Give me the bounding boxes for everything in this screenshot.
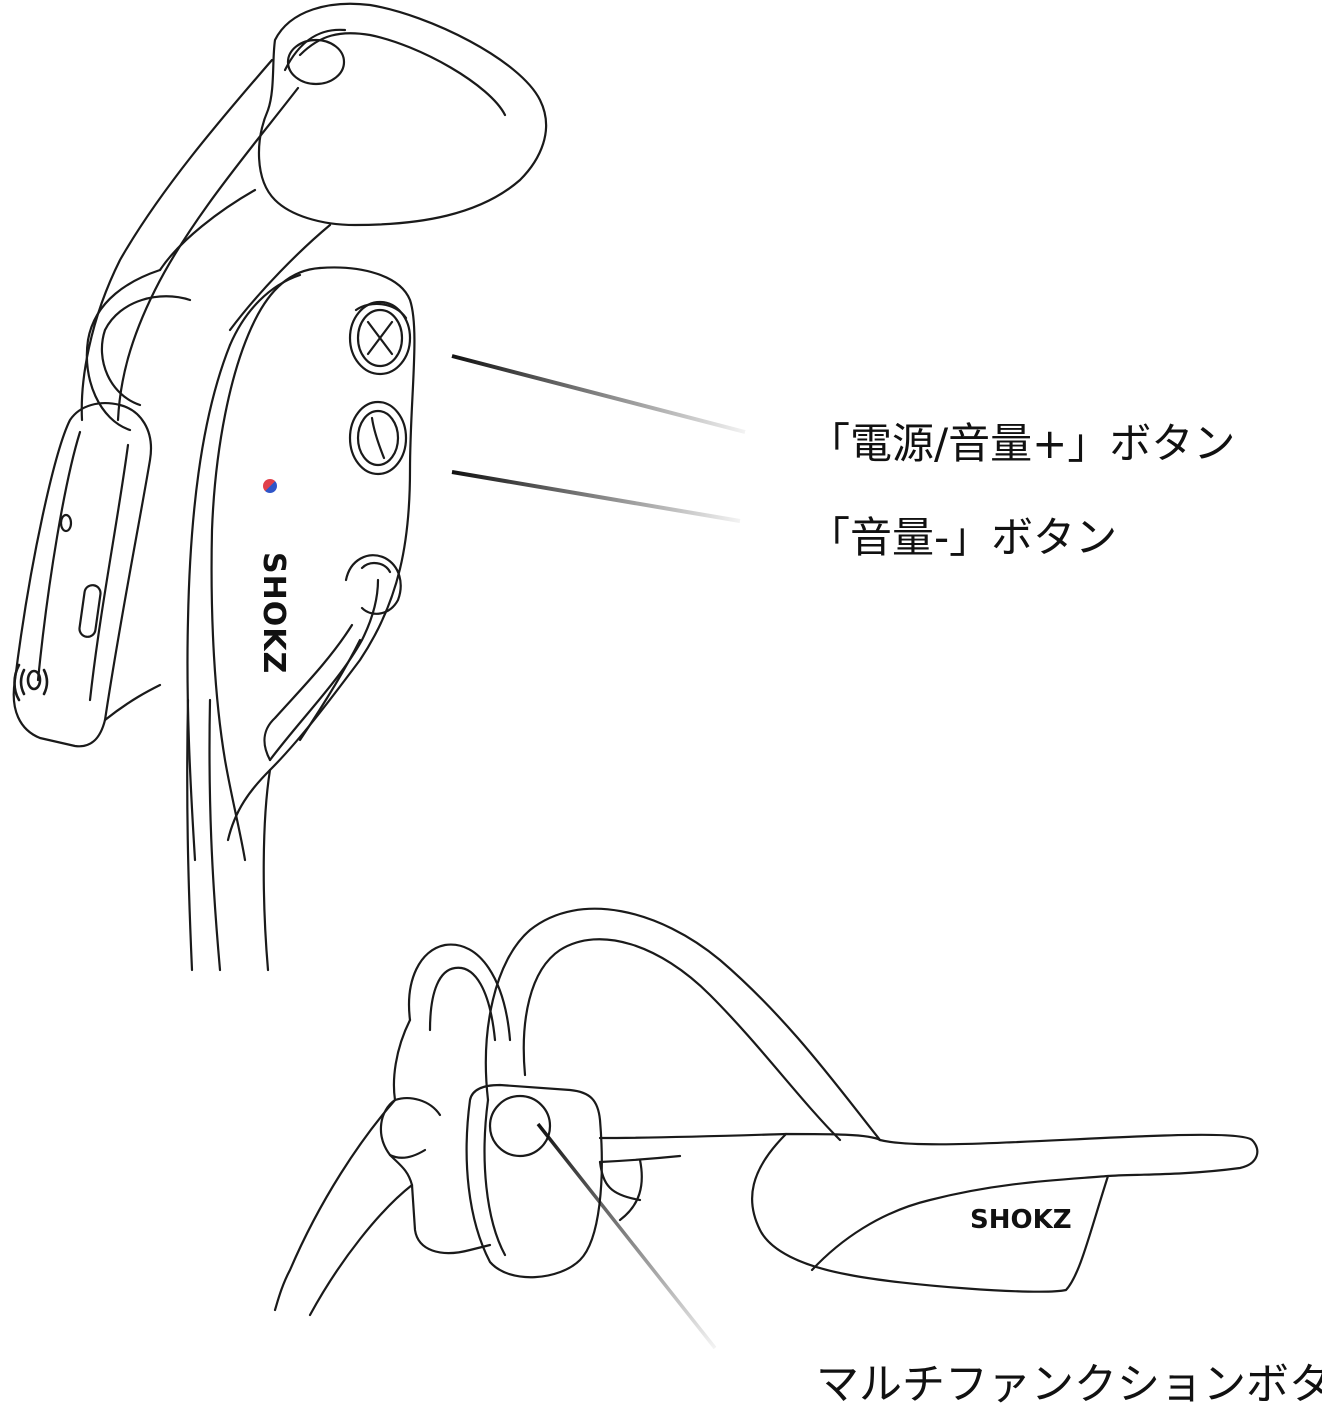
earpiece-closeup bbox=[12, 2, 548, 972]
mic-icon bbox=[13, 663, 49, 702]
power-volume-up-label: 「電源/音量+」ボタン bbox=[808, 419, 1236, 468]
leader-line-volume-down bbox=[451, 470, 741, 523]
brand-logo-vertical: SHOKZ bbox=[256, 552, 291, 674]
brand-logo: SHOKZ bbox=[970, 1205, 1072, 1235]
leader-line-multifunction bbox=[536, 1122, 717, 1350]
headset-side-view bbox=[273, 907, 1259, 1317]
svg-text:SHOKZ: SHOKZ bbox=[256, 552, 291, 674]
volume-down-label: 「音量-」ボタン bbox=[808, 513, 1118, 562]
leader-line-power bbox=[451, 354, 746, 434]
multifunction-label: マルチファンクションボタン bbox=[816, 1360, 1322, 1410]
